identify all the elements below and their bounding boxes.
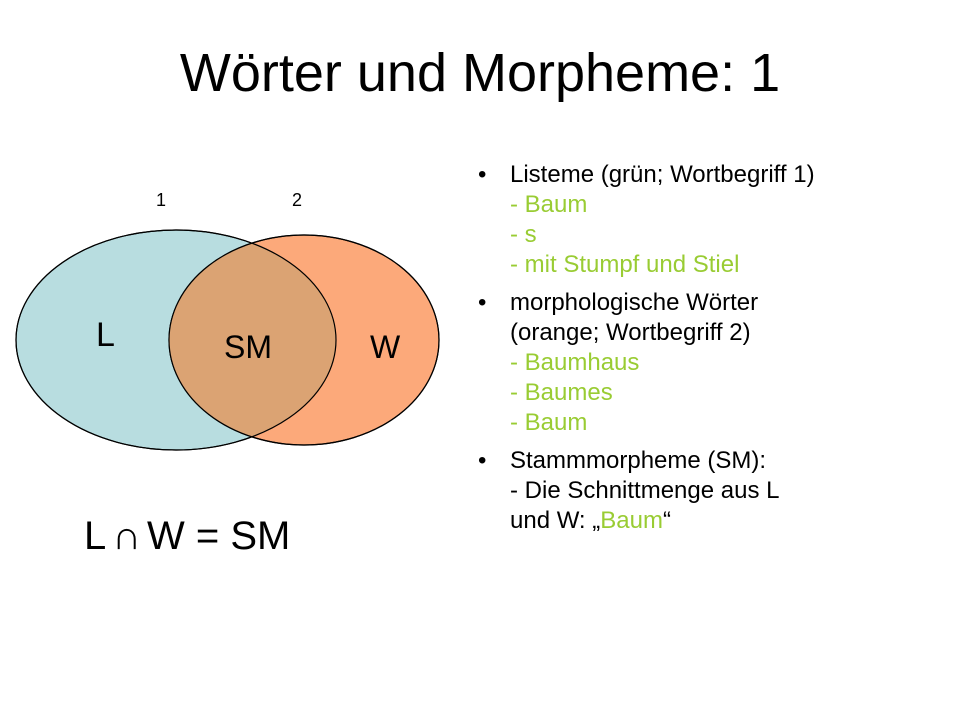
set-label-sm: SM: [224, 329, 272, 365]
bullet-dot: •: [478, 161, 487, 188]
example-highlight: Baum: [600, 507, 663, 534]
bullet-stem-morphemes: • Stammmorpheme (SM): - Die Schnittmenge…: [476, 446, 946, 536]
label-2: 2: [292, 190, 302, 210]
intersection-symbol: ∩: [112, 514, 141, 558]
bullet-dot: •: [478, 289, 487, 316]
bullet-listeme: • Listeme (grün; Wortbegriff 1) - Baum -…: [476, 160, 946, 280]
set-label-w: W: [370, 329, 401, 365]
example-item: - Baumhaus: [510, 349, 640, 376]
bullet-heading: morphologische Wörter: [510, 289, 759, 316]
bullet-list: • Listeme (grün; Wortbegriff 1) - Baum -…: [476, 160, 946, 544]
example-item: - Baum: [510, 191, 588, 218]
bullet-words: • morphologische Wörter (orange; Wortbeg…: [476, 288, 946, 438]
slide-title: Wörter und Morpheme: 1: [179, 43, 781, 103]
formula-right: W = SM: [147, 514, 291, 558]
example-item: - Baumes: [510, 379, 613, 406]
example-item: - mit Stumpf und Stiel: [510, 251, 740, 278]
venn-diagram: 1 2 L SM W: [15, 190, 440, 451]
bullet-heading: Listeme (grün; Wortbegriff 1): [510, 161, 815, 188]
text-prefix: und W: „: [510, 507, 601, 534]
label-1: 1: [156, 190, 166, 210]
formula-left: L: [84, 514, 107, 558]
example-item: - Baum: [510, 409, 588, 436]
set-label-l: L: [96, 316, 115, 354]
bullet-heading: Stammmorpheme (SM):: [510, 447, 767, 474]
intersection-area: [169, 235, 336, 445]
bullet-heading: (orange; Wortbegriff 2): [510, 319, 751, 346]
bullet-text: und W: „Baum“: [510, 506, 946, 536]
bullet-dot: •: [478, 447, 487, 474]
bullet-text: - Die Schnittmenge aus L: [510, 477, 780, 504]
set-formula: L∩W = SM: [84, 510, 290, 562]
example-item: - s: [510, 221, 537, 248]
text-suffix: “: [662, 507, 671, 534]
